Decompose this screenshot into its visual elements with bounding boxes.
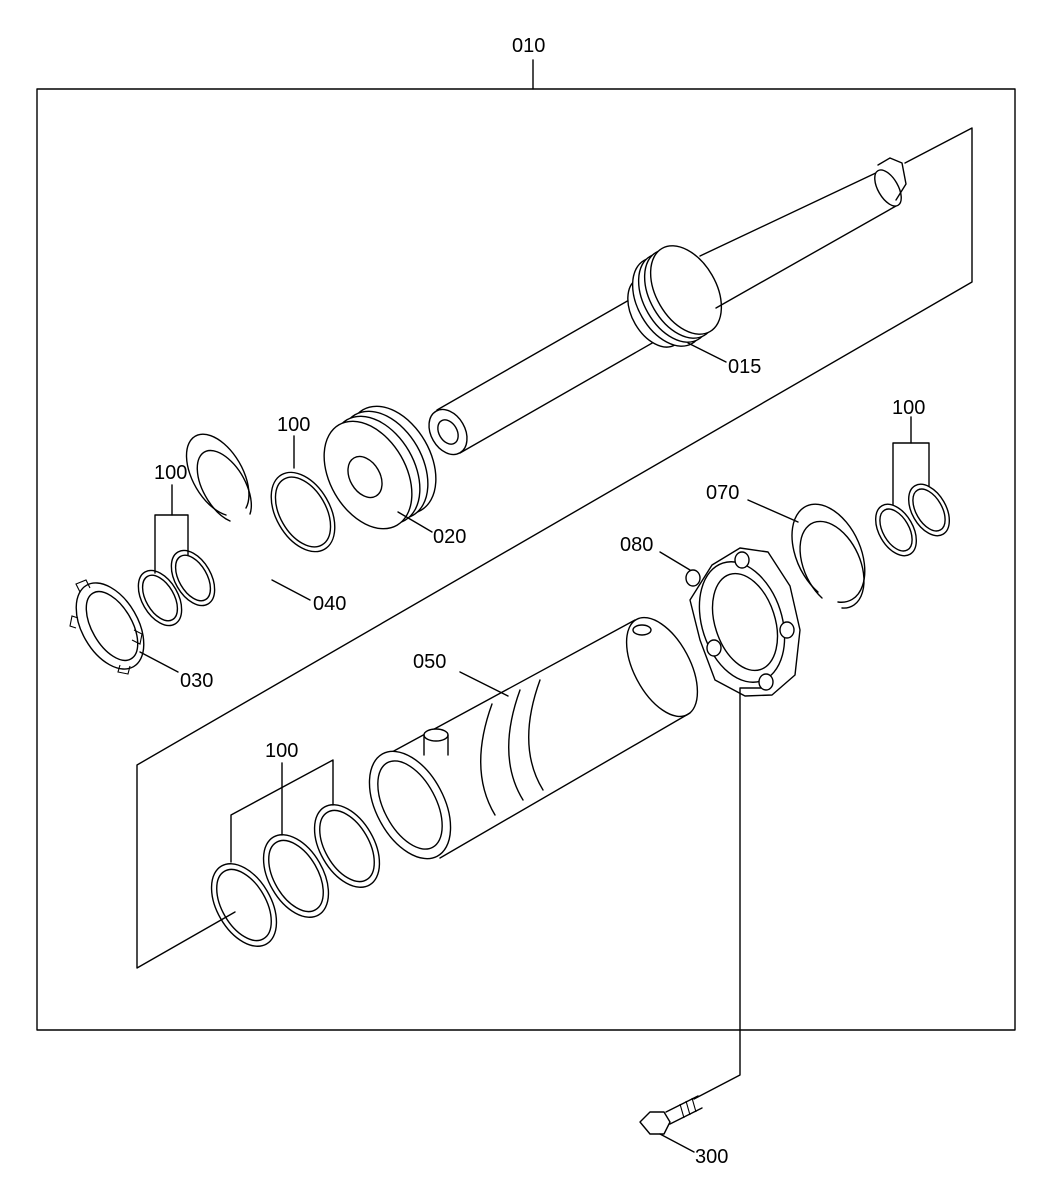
label-100-upper-left: 100 [154,462,187,484]
label-100-rod: 100 [277,414,310,436]
seal-ring-rod [270,471,336,553]
label-300: 300 [695,1146,728,1168]
leader-070 [747,499,799,523]
seal-pair-upper-left [137,549,216,627]
label-020: 020 [433,526,466,548]
leader-300 [659,1133,695,1153]
leader-050 [459,671,509,697]
leader-030 [139,651,179,673]
seal-trio-lower [210,804,381,947]
label-070: 070 [706,482,739,504]
subassembly-outline [136,127,973,969]
seal-pair-right [874,483,951,557]
leader-100-right [892,442,930,506]
bolt [639,1095,703,1135]
leader-020 [397,511,433,533]
leader-040 [271,579,311,601]
leader-080 [659,551,691,571]
lock-nut [69,579,145,675]
leader-015 [687,342,727,363]
piston-rod [428,157,907,456]
label-100-lower: 100 [265,740,298,762]
label-015: 015 [728,356,761,378]
label-050: 050 [413,651,446,673]
cylinder-head [685,547,801,697]
leader-bolt-line [693,687,762,1100]
label-030: 030 [180,670,213,692]
label-080: 080 [620,534,653,556]
ring-070 [791,503,866,609]
label-010: 010 [512,35,545,57]
assembly-frame [36,88,1016,1031]
ring-040 [185,433,252,522]
piston [323,405,437,530]
label-100-right: 100 [892,397,925,419]
cylinder-tube [368,616,699,860]
label-040: 040 [313,593,346,615]
